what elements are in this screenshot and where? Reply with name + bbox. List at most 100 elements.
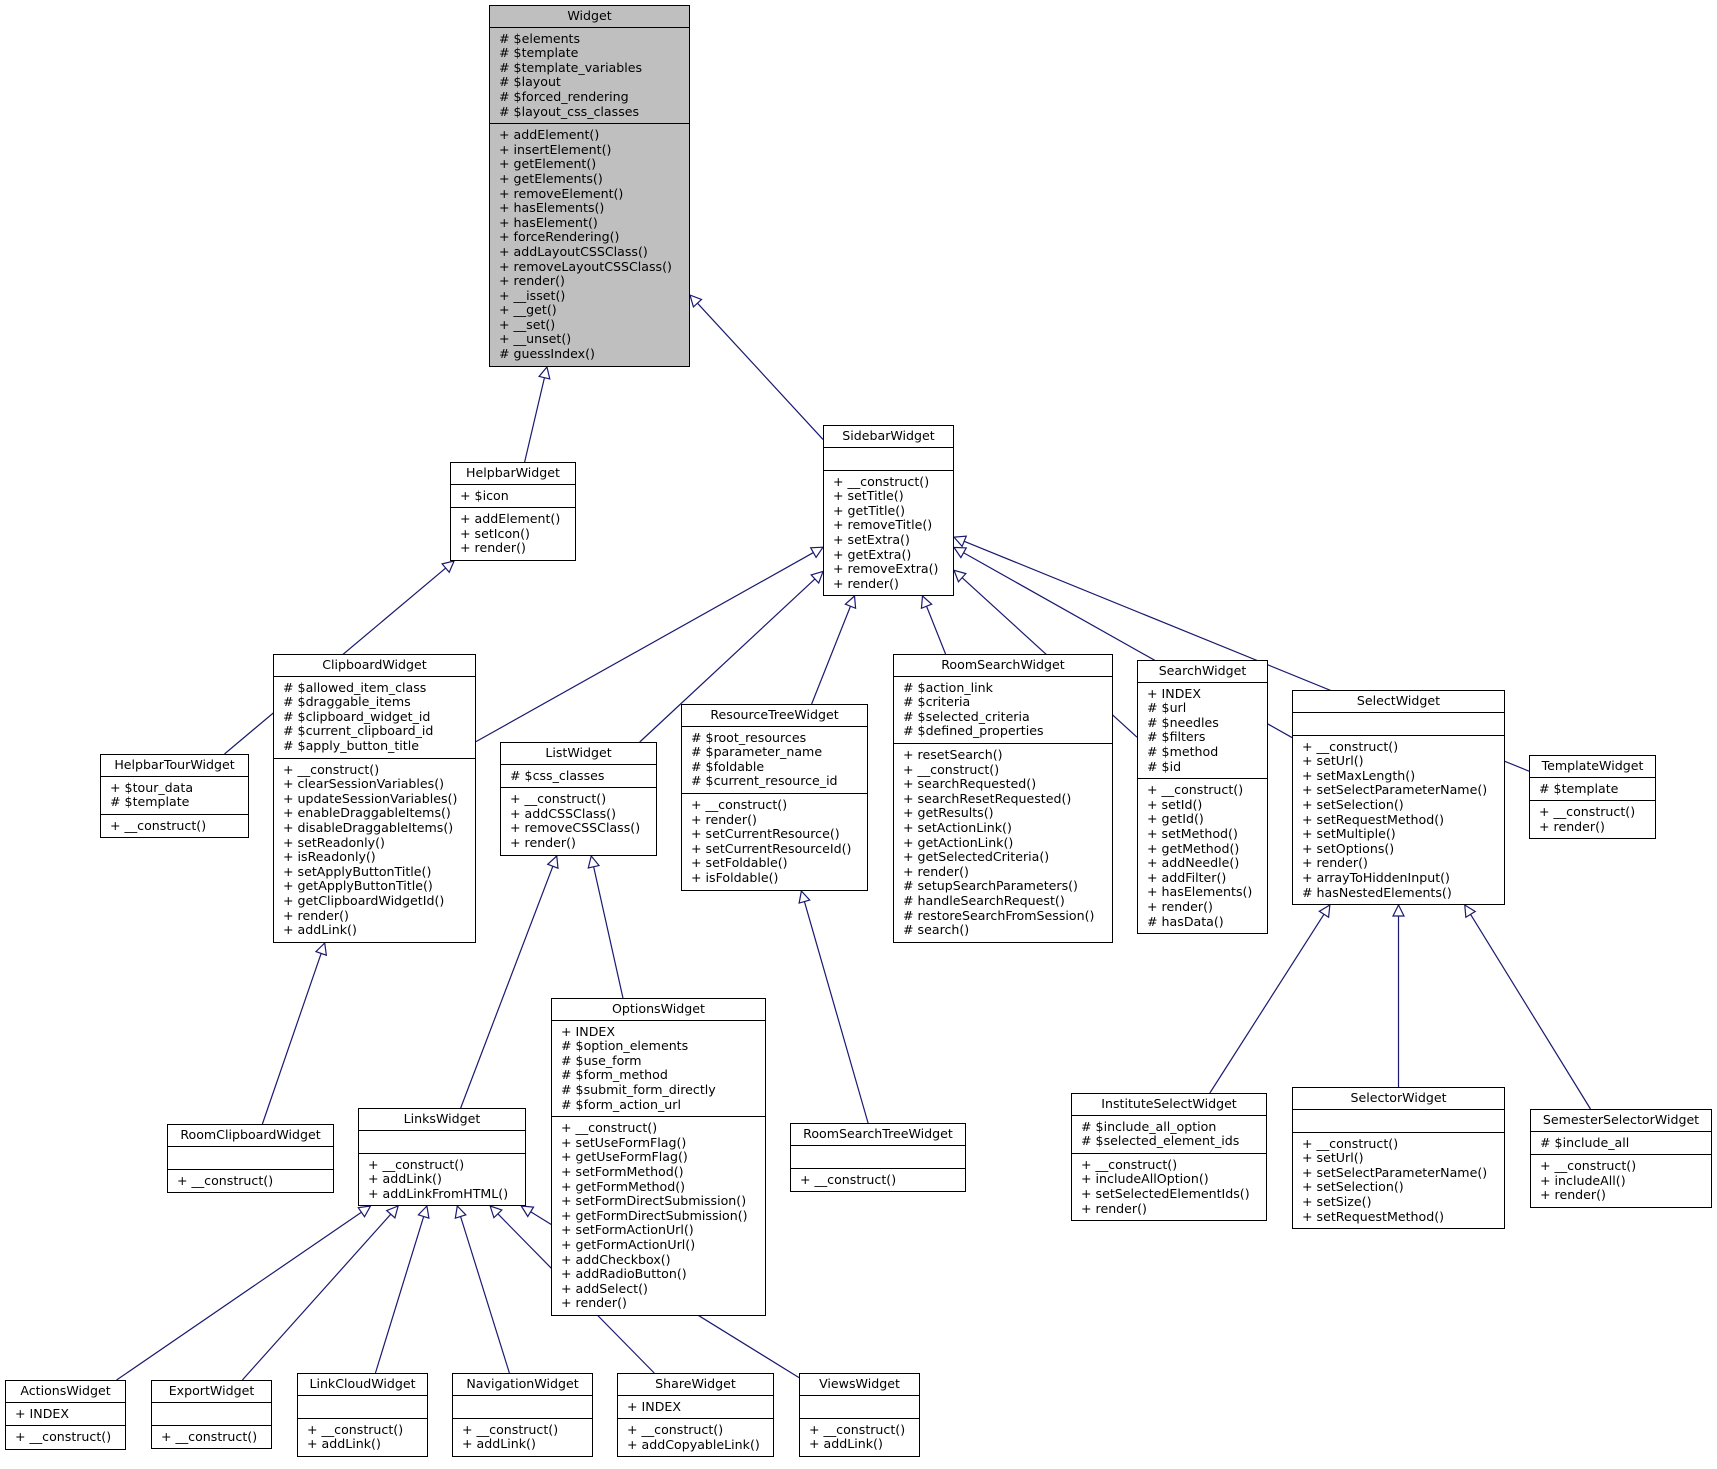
attribute: # $action_link <box>903 679 993 695</box>
class-name: ClipboardWidget <box>274 655 475 677</box>
method: + addLink() <box>307 1436 381 1452</box>
method: + addLayoutCSSClass() <box>499 243 648 259</box>
class-name: ShareWidget <box>618 1374 773 1396</box>
method: + getMethod() <box>1147 840 1240 856</box>
edge-export-to-links <box>241 1213 392 1381</box>
attribute: + $icon <box>460 487 509 503</box>
method: + __get() <box>499 302 557 318</box>
method: + getElements() <box>499 170 603 186</box>
inheritance-arrowhead <box>689 294 703 308</box>
attributes-section: # $include_all <box>1531 1132 1711 1156</box>
method: + __construct() <box>627 1422 724 1438</box>
class-resource-tree-widget[interactable]: ResourceTreeWidget# $root_resources# $pa… <box>681 704 868 891</box>
class-search-widget[interactable]: SearchWidget+ INDEX# $url# $needles# $fi… <box>1137 660 1268 935</box>
class-clipboard-widget[interactable]: ClipboardWidget# $allowed_item_class# $d… <box>273 654 476 943</box>
method: + __construct() <box>903 761 1000 777</box>
class-room-search-widget[interactable]: RoomSearchWidget# $action_link# $criteri… <box>893 654 1113 943</box>
method: + setRequestMethod() <box>1302 811 1445 827</box>
class-room-search-tree-widget[interactable]: RoomSearchTreeWidget+ __construct() <box>790 1123 966 1193</box>
attribute: # $current_resource_id <box>691 773 838 789</box>
class-widget[interactable]: Widget# $elements# $template# $template_… <box>489 5 690 367</box>
method: + addFilter() <box>1147 869 1227 885</box>
edge-options-to-list <box>593 866 624 999</box>
method: + __construct() <box>809 1421 906 1437</box>
method: + render() <box>1302 855 1368 871</box>
method: + setMultiple() <box>1302 826 1396 842</box>
class-name: SearchWidget <box>1138 661 1267 683</box>
class-semester-selector-widget[interactable]: SemesterSelectorWidget# $include_all+ __… <box>1530 1109 1712 1208</box>
class-name: ActionsWidget <box>6 1381 125 1403</box>
method: + addCopyableLink() <box>627 1436 760 1452</box>
attribute: # $submit_form_directly <box>561 1081 716 1097</box>
methods-section: + __construct()+ addLink() <box>800 1419 919 1456</box>
attributes-section: # $css_classes <box>501 765 656 789</box>
attribute: # $form_method <box>561 1067 668 1083</box>
method: + setSelectParameterName() <box>1302 1164 1488 1180</box>
method: + __construct() <box>510 791 607 807</box>
method: + removeElement() <box>499 185 624 201</box>
attribute: + INDEX <box>15 1405 69 1421</box>
class-links-widget[interactable]: LinksWidget+ __construct()+ addLink()+ a… <box>358 1108 526 1207</box>
method: + __construct() <box>561 1120 658 1136</box>
class-helpbar-tour-widget[interactable]: HelpbarTourWidget+ $tour_data# $template… <box>100 754 249 839</box>
attribute: # $layout_css_classes <box>499 103 640 119</box>
class-share-widget[interactable]: ShareWidget+ INDEX+ __construct()+ addCo… <box>617 1373 774 1458</box>
edge-helpbar-to-widget <box>524 377 546 463</box>
inheritance-arrowhead <box>1392 903 1405 917</box>
class-institute-select-widget[interactable]: InstituteSelectWidget# $include_all_opti… <box>1071 1093 1267 1222</box>
method: + render() <box>1147 898 1213 914</box>
method: + setId() <box>1147 796 1203 812</box>
attribute: # $use_form <box>561 1052 642 1068</box>
class-name: ResourceTreeWidget <box>682 705 867 727</box>
class-selector-widget[interactable]: SelectorWidget+ __construct()+ setUrl()+… <box>1292 1087 1505 1230</box>
inheritance-arrowhead <box>520 1205 535 1218</box>
methods-section: + __construct()+ includeAll()+ render() <box>1531 1155 1711 1207</box>
methods-section: + __construct()+ render()+ setCurrentRes… <box>682 794 867 890</box>
class-views-widget[interactable]: ViewsWidget+ __construct()+ addLink() <box>799 1373 920 1457</box>
method: + removeTitle() <box>833 517 933 533</box>
method: + render() <box>499 273 565 289</box>
class-name: HelpbarTourWidget <box>101 755 248 777</box>
inheritance-arrowhead <box>538 365 551 380</box>
attribute: # $template <box>499 45 579 61</box>
method: + enableDraggableItems() <box>283 805 451 821</box>
attribute: # $template <box>110 794 190 810</box>
attribute: # $forced_rendering <box>499 88 629 104</box>
methods-section: + __construct()+ render() <box>1530 801 1655 838</box>
method: + render() <box>691 811 757 827</box>
class-sidebar-widget[interactable]: SidebarWidget+ __construct()+ setTitle()… <box>823 425 954 597</box>
class-export-widget[interactable]: ExportWidget+ __construct() <box>151 1380 272 1450</box>
inheritance-arrowhead <box>546 854 559 870</box>
method: + __isset() <box>499 287 566 303</box>
class-list-widget[interactable]: ListWidget# $css_classes+ __construct()+… <box>500 742 657 856</box>
inheritance-arrowhead <box>1464 903 1477 919</box>
methods-section: + resetSearch()+ __construct()+ searchRe… <box>894 744 1112 942</box>
method: + setMaxLength() <box>1302 767 1416 783</box>
inheritance-arrowhead <box>314 941 328 957</box>
class-actions-widget[interactable]: ActionsWidget+ INDEX+ __construct() <box>5 1380 126 1450</box>
class-template-widget[interactable]: TemplateWidget# $template+ __construct()… <box>1529 755 1656 840</box>
methods-section: + __construct() <box>168 1170 333 1193</box>
methods-section: + __construct()+ setUrl()+ setSelectPara… <box>1293 1133 1504 1229</box>
method: + setActionLink() <box>903 819 1012 835</box>
attribute: # $form_action_url <box>561 1096 681 1112</box>
class-select-widget[interactable]: SelectWidget+ __construct()+ setUrl()+ s… <box>1292 690 1505 906</box>
class-options-widget[interactable]: OptionsWidget+ INDEX# $option_elements# … <box>551 998 766 1316</box>
class-helpbar-widget[interactable]: HelpbarWidget+ $icon+ addElement()+ setI… <box>450 462 576 561</box>
inheritance-arrowhead <box>952 546 968 559</box>
edge-actions-to-links <box>116 1211 362 1381</box>
method: + setTitle() <box>833 488 904 504</box>
class-navigation-widget[interactable]: NavigationWidget+ __construct()+ addLink… <box>452 1373 593 1457</box>
method: + getApplyButtonTitle() <box>283 878 433 894</box>
inheritance-arrowhead <box>441 560 456 574</box>
method: + render() <box>561 1295 627 1311</box>
edge-linkcloud-to-links <box>374 1216 425 1374</box>
class-link-cloud-widget[interactable]: LinkCloudWidget+ __construct()+ addLink(… <box>297 1373 428 1457</box>
method: + getExtra() <box>833 546 912 562</box>
method: + addLink() <box>368 1171 442 1187</box>
class-name: NavigationWidget <box>453 1374 592 1396</box>
class-room-clipboard-widget[interactable]: RoomClipboardWidget+ __construct() <box>167 1124 334 1194</box>
attributes-section <box>359 1131 525 1154</box>
method: + render() <box>510 834 576 850</box>
